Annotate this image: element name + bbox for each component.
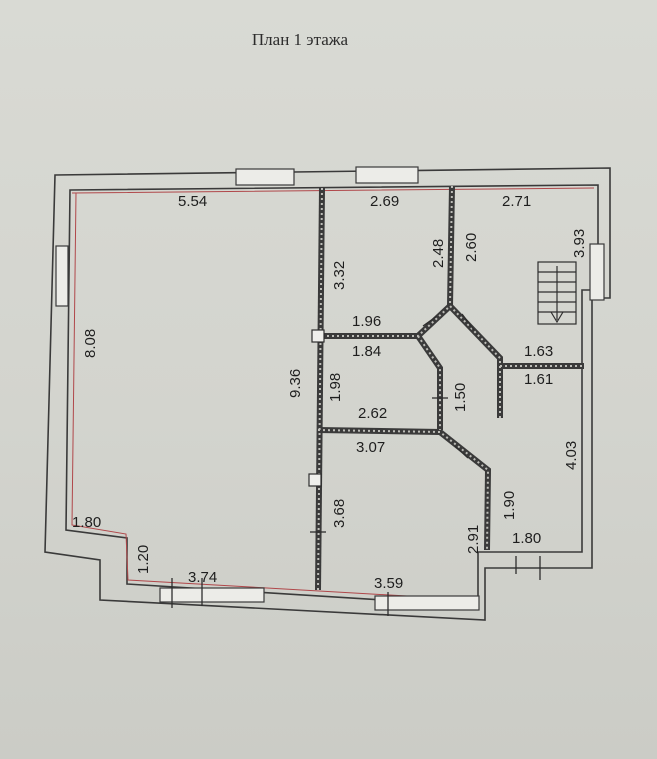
dim-right-bottom: 1.80	[512, 530, 541, 547]
window-top-right	[355, 166, 419, 184]
window-left	[55, 245, 69, 307]
dim-1-50: 1.50	[452, 383, 469, 412]
door-marks	[171, 313, 541, 616]
staircase	[537, 261, 577, 325]
dim-room2-top: 2.69	[370, 193, 399, 210]
dim-2-48: 2.48	[430, 239, 447, 268]
wall-corridor-inner	[415, 334, 443, 430]
window-right	[589, 243, 605, 301]
dim-1-98: 1.98	[327, 373, 344, 402]
dim-bottom-right: 3.59	[374, 575, 403, 592]
dim-room3-top: 2.71	[502, 193, 531, 210]
dim-3-68: 3.68	[331, 499, 348, 528]
dim-bottom-left: 3.74	[188, 569, 217, 586]
window-top-left	[235, 168, 295, 186]
dim-2-91: 2.91	[465, 525, 482, 554]
dim-2-62: 2.62	[358, 405, 387, 422]
dim-living-top: 5.54	[178, 193, 207, 210]
dim-1-84: 1.84	[352, 343, 381, 360]
dim-hall-length: 9.36	[287, 369, 304, 398]
page-title: План 1 этажа	[251, 30, 349, 49]
window-bottom-right	[374, 595, 480, 611]
windows	[55, 166, 605, 611]
dim-notch-side: 1.20	[135, 545, 152, 574]
dim-1-61: 1.61	[524, 371, 553, 388]
dimension-labels: 5.54 8.08 9.36 2.69 2.71 3.93 3.32 2.48 …	[72, 193, 588, 592]
window-bottom-left	[159, 587, 265, 603]
dim-left-bottom: 1.80	[72, 514, 101, 531]
wall-bath-top	[317, 427, 492, 551]
interior-walls-hatch	[317, 185, 584, 591]
dim-1-63: 1.63	[524, 343, 553, 360]
dim-1-96: 1.96	[352, 313, 381, 330]
inner-contour	[71, 187, 595, 601]
wall-corridor-top	[322, 301, 503, 418]
dim-stair-side: 3.93	[571, 229, 588, 258]
column-2	[308, 473, 322, 487]
dim-3-07: 3.07	[356, 439, 385, 456]
dim-living-side: 8.08	[82, 329, 99, 358]
columns	[308, 329, 325, 487]
dim-2-60: 2.60	[463, 233, 480, 262]
dim-1-90: 1.90	[501, 491, 518, 520]
outer-wall-outline	[44, 167, 611, 621]
column-1	[311, 329, 325, 343]
dim-4-03: 4.03	[563, 441, 580, 470]
dim-3-32: 3.32	[331, 261, 348, 290]
